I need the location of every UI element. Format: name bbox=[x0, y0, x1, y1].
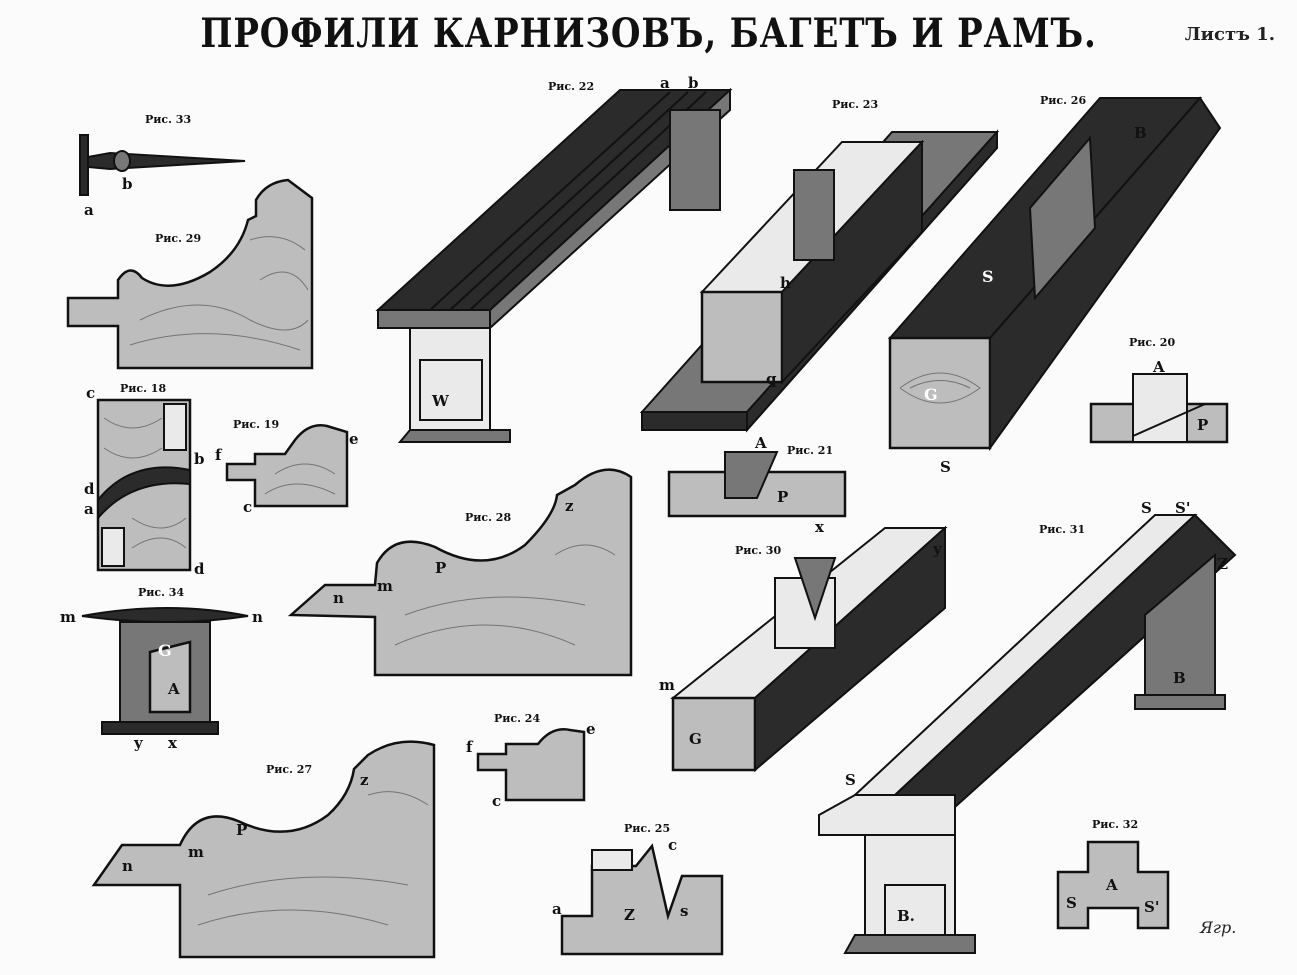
figure-34: Рис. 34 m n G A y x bbox=[60, 586, 263, 752]
figure-33: Рис. 33 b a bbox=[79, 113, 246, 219]
label-S-31-top: S bbox=[1141, 499, 1152, 517]
figure-25: Рис. 25 a c s Z bbox=[552, 822, 724, 956]
label-Z-31: Z bbox=[1217, 555, 1228, 573]
label-S1-31: S' bbox=[1175, 499, 1190, 517]
engraver-signature: Ягр. bbox=[1200, 918, 1237, 937]
figure-23: Рис. 23 h q bbox=[639, 98, 1000, 433]
label-n: n bbox=[252, 608, 263, 626]
label-S-32: S bbox=[1066, 894, 1077, 912]
label-G-26: G bbox=[924, 385, 938, 404]
figure-25-label: Рис. 25 bbox=[624, 822, 670, 835]
label-z-27: z bbox=[360, 771, 369, 789]
label-P-27: P bbox=[236, 821, 247, 839]
figure-27: Рис. 27 n m P z bbox=[91, 740, 436, 959]
sheet-title: ПРОФИЛИ КАРНИЗОВЪ, БАГЕТЪ И РАМЪ. bbox=[200, 10, 1097, 57]
label-S-31: S bbox=[845, 771, 856, 789]
figure-30-label: Рис. 30 bbox=[735, 544, 781, 557]
figure-32: Рис. 32 S A S' bbox=[1056, 818, 1170, 930]
label-a: a bbox=[84, 201, 94, 219]
label-m-27: m bbox=[188, 843, 204, 861]
figure-29-label: Рис. 29 bbox=[155, 232, 201, 245]
figure-22: Рис. 22 W a b bbox=[375, 74, 733, 443]
figure-32-label: Рис. 32 bbox=[1092, 818, 1138, 831]
label-c-19: c bbox=[243, 498, 252, 514]
figure-24-label: Рис. 24 bbox=[494, 712, 540, 725]
label-x: x bbox=[168, 734, 178, 752]
label-A-21: A bbox=[754, 434, 767, 452]
label-b-18: b bbox=[194, 450, 205, 468]
figure-26: Рис. 26 S G B S bbox=[887, 94, 1222, 476]
figure-19-label: Рис. 19 bbox=[233, 418, 279, 431]
label-e-24: e bbox=[586, 720, 596, 738]
figure-21-label: Рис. 21 bbox=[787, 444, 833, 457]
figure-31-label: Рис. 31 bbox=[1039, 523, 1085, 536]
label-B-26: B bbox=[1134, 124, 1147, 142]
label-A: A bbox=[167, 680, 180, 698]
label-f: f bbox=[215, 446, 223, 464]
label-d-right: d bbox=[194, 560, 205, 578]
label-y: y bbox=[133, 734, 144, 752]
label-A-32: A bbox=[1105, 876, 1118, 894]
figure-29: Рис. 29 bbox=[66, 178, 314, 370]
label-z-28: z bbox=[565, 497, 574, 515]
label-q: q bbox=[766, 370, 777, 388]
figure-20-label: Рис. 20 bbox=[1129, 336, 1175, 349]
label-W: W bbox=[431, 392, 450, 410]
figure-33-label: Рис. 33 bbox=[145, 113, 191, 126]
figure-28: Рис. 28 n m P z bbox=[287, 468, 633, 677]
label-B-dot-31: B. bbox=[897, 907, 915, 925]
label-x-30: x bbox=[815, 518, 825, 536]
label-A-20: A bbox=[1152, 358, 1165, 376]
label-a-25: a bbox=[552, 900, 562, 918]
label-m-28: m bbox=[377, 577, 393, 595]
label-c-25: c bbox=[668, 836, 677, 854]
figure-19: Рис. 19 f c e bbox=[215, 418, 359, 514]
sheet-number: Листъ 1. bbox=[1184, 24, 1275, 45]
figure-28-label: Рис. 28 bbox=[465, 511, 511, 524]
label-f-24: f bbox=[466, 738, 474, 756]
label-h: h bbox=[780, 274, 791, 292]
figure-22-label: Рис. 22 bbox=[548, 80, 594, 93]
label-S-26-bottom: S bbox=[940, 458, 951, 476]
label-n-28: n bbox=[333, 589, 344, 607]
label-s-25: s bbox=[680, 902, 688, 920]
label-B-31: B bbox=[1173, 669, 1186, 687]
figure-26-label: Рис. 26 bbox=[1040, 94, 1086, 107]
label-P-20: P bbox=[1197, 416, 1208, 434]
figure-23-label: Рис. 23 bbox=[832, 98, 878, 111]
label-S1-32: S' bbox=[1144, 898, 1159, 916]
figure-18: c Рис. 18 d a b d bbox=[84, 382, 205, 578]
figure-21: Рис. 21 A P bbox=[667, 434, 847, 518]
label-c-24: c bbox=[492, 792, 501, 808]
label-b-22: b bbox=[688, 74, 699, 92]
label-b: b bbox=[122, 175, 133, 193]
figure-31: Рис. 31 S S S' Z B B. bbox=[818, 499, 1237, 954]
label-G: G bbox=[158, 641, 172, 660]
figure-34-label: Рис. 34 bbox=[138, 586, 184, 599]
label-d-left: d bbox=[84, 480, 95, 498]
figure-24: Рис. 24 f c e bbox=[466, 712, 596, 808]
figure-20: Рис. 20 A P bbox=[1089, 336, 1229, 444]
label-Z-25: Z bbox=[624, 906, 635, 924]
figure-18-label: Рис. 18 bbox=[120, 382, 166, 395]
figure-27-label: Рис. 27 bbox=[266, 763, 312, 776]
label-S-26: S bbox=[982, 267, 994, 286]
label-m-30: m bbox=[659, 676, 675, 694]
label-e: e bbox=[349, 430, 359, 448]
label-a-22: a bbox=[660, 74, 670, 92]
label-y-30: y bbox=[932, 540, 943, 558]
label-P-21: P bbox=[777, 488, 788, 506]
figure-30: Рис. 30 G m x y bbox=[659, 518, 948, 773]
label-a-18: a bbox=[84, 500, 94, 518]
label-P-28: P bbox=[435, 559, 446, 577]
label-G-30: G bbox=[689, 730, 702, 748]
label-c: c bbox=[86, 384, 95, 402]
label-m: m bbox=[60, 608, 76, 626]
label-n-27: n bbox=[122, 857, 133, 875]
